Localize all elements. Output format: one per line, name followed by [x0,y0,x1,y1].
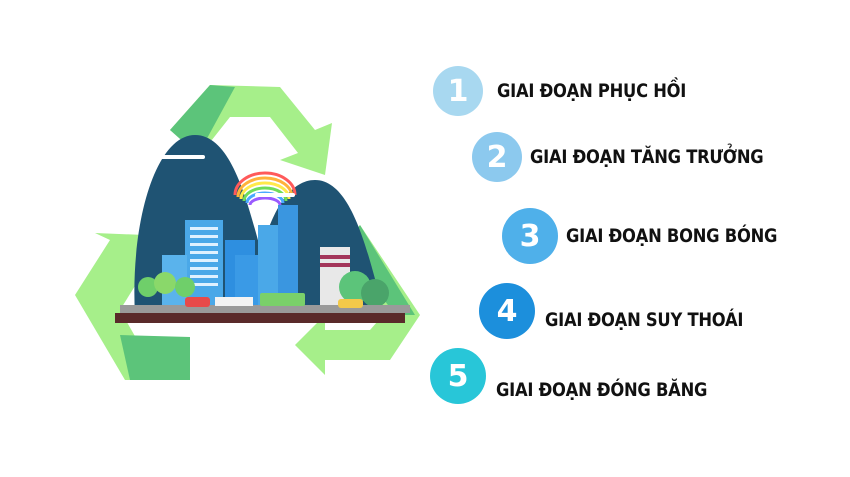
bus-white [215,297,253,306]
yellow-car [338,299,363,308]
step-label: GIAI ĐOẠN PHỤC HỒI [497,80,687,102]
recycle-city-illustration [75,85,420,380]
step-2: 2 GIAI ĐOẠN TĂNG TRƯỞNG [472,132,801,182]
recycle-arrow-left-icon [75,233,190,380]
step-3: 3 GIAI ĐOẠN BONG BÓNG [502,208,812,264]
step-4: 4 GIAI ĐOẠN SUY THOÁI [479,283,775,339]
step-label: GIAI ĐOẠN TĂNG TRƯỞNG [530,146,764,168]
step-number-badge: 5 [430,348,486,404]
step-number-badge: 2 [472,132,522,182]
step-label: GIAI ĐOẠN SUY THOÁI [545,309,744,331]
step-number-badge: 1 [433,66,483,116]
step-label: GIAI ĐOẠN BONG BÓNG [566,225,778,247]
step-number-badge: 4 [479,283,535,339]
rainbow-icon [233,171,297,206]
red-car [185,297,210,307]
step-label: GIAI ĐOẠN ĐÓNG BĂNG [496,379,708,401]
step-1: 1 GIAI ĐOẠN PHỤC HỒI [433,66,717,116]
step-number-badge: 3 [502,208,558,264]
bus-green [260,293,305,306]
step-5: 5 GIAI ĐOẠN ĐÓNG BĂNG [430,348,742,404]
